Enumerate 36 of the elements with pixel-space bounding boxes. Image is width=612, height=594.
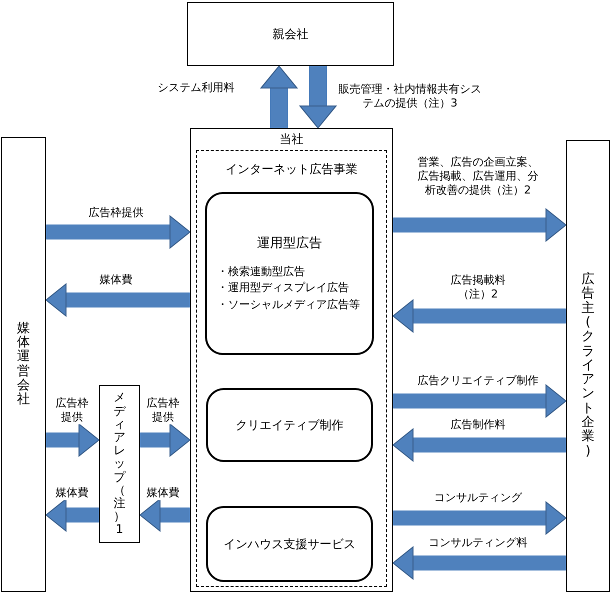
edge-label: 広告枠提供 <box>54 396 90 424</box>
edge-label: 広告枠提供 <box>145 396 181 424</box>
bullet-item: ・運用型ディスプレイ広告 <box>217 280 349 296</box>
bullet-item: ・検索連動型広告 <box>217 264 305 280</box>
party-box <box>1 137 46 592</box>
service-box <box>205 192 374 355</box>
node-heading: 広告主(クライアント企業) <box>582 273 594 459</box>
node-heading: メディアレップ（注）1 <box>114 391 126 537</box>
block-arrow <box>140 498 190 532</box>
service-box <box>206 506 373 582</box>
block-arrow <box>392 300 566 332</box>
block-arrow <box>393 502 566 534</box>
block-arrow <box>393 208 566 242</box>
service-box <box>206 388 373 462</box>
node-heading: インハウス支援サービス <box>224 536 356 552</box>
node-heading: 当社 <box>280 131 304 148</box>
block-arrow <box>46 498 99 532</box>
node-heading: クリエイティブ制作 <box>236 416 344 434</box>
party-box <box>566 140 610 592</box>
node-heading: 媒体運営会社 <box>17 322 30 408</box>
block-arrow <box>392 546 566 580</box>
node-heading: 親会社 <box>272 26 308 42</box>
bullet-item: ・ソーシャルメディア広告等 <box>217 296 360 313</box>
block-arrow <box>300 66 336 128</box>
intermediary-box <box>99 385 140 543</box>
company-box <box>187 2 394 66</box>
block-arrow <box>392 428 566 462</box>
block-arrow <box>46 284 190 316</box>
node-heading: インターネット広告事業 <box>226 161 358 178</box>
block-arrow <box>393 384 566 418</box>
block-arrow <box>46 424 100 456</box>
block-arrow <box>260 66 298 128</box>
block-arrow <box>46 216 190 248</box>
block-arrow <box>140 424 190 456</box>
edge-label: 販売管理・社内情報共有システムの提供（注）3 <box>337 82 483 110</box>
node-heading: 運用型広告 <box>257 234 322 252</box>
